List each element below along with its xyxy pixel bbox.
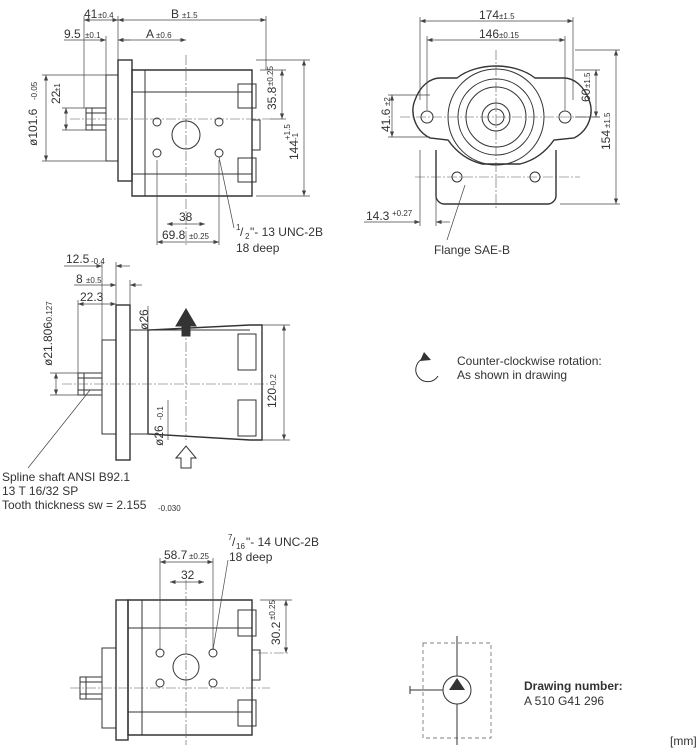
top-view-flange [117,59,133,182]
spline-tol: -0.030 [158,504,181,513]
dim-60: 60 [579,88,593,102]
bottom-thread-depth: 18 deep [229,550,273,564]
dim-35-8: 35.8 [265,86,279,110]
dim-38: 38 [179,210,193,224]
tol-154: ±1.5 [603,112,612,128]
tol-60: ±1.5 [583,72,592,88]
dim-41: 41 [84,7,98,21]
dim-9-5: 9.5 [64,27,81,41]
front-view: 174 ±1.5 146 ±0.15 41.6 ±2 60 ±1.5 154 ±… [364,8,620,257]
dim-154: 154 [599,130,613,150]
dim-144: 144 [287,140,301,160]
tol-120: -0.2 [269,374,278,388]
top-view-body [131,69,253,197]
thread-spec: "- 13 UNC-2B [250,225,323,239]
tol-174: ±1.5 [499,12,515,21]
dim-12-5: 12.5 [66,252,90,266]
tol-35-8: ±0.25 [266,65,275,86]
dim-22: 22 [49,90,63,104]
rotation-line2: As shown in drawing [457,368,567,382]
dim-146: 146 [479,27,499,41]
bottom-thread-num: 7 [228,533,233,542]
spline-line3: Tooth thickness sw = 2.155 [2,498,147,512]
side-view-body [147,324,263,441]
tol-12-5: -0.4 [91,257,105,266]
top-view: 41 ±0.4 B ±1.5 9.5 ±0.1 A ±0.6 ø101.6 -0… [26,7,323,255]
front-flange-outline [412,65,592,165]
bottom-view: 58.7 ±0.25 32 30.2 ±0.25 7 / 16 "- 14 UN… [70,533,319,745]
drawing-number-value: A 510 G41 296 [524,694,604,708]
tol-26-bot: -0.1 [156,406,165,420]
tol-8: ±0.5 [86,276,102,285]
bottom-view-body [127,599,253,736]
inlet-arrow-icon [174,445,198,469]
svg-text:/: / [240,225,244,239]
tol-41: ±0.4 [98,11,114,20]
dim-58-7: 58.7 [164,548,188,562]
bottom-thread-den: 16 [236,542,245,551]
dim-14-3: 14.3 [366,209,390,223]
dim-101-6: ø101.6 [26,108,40,146]
thread-num: 1 [236,223,241,232]
dim-B: B [171,7,179,21]
bottom-view-flange [115,599,129,741]
tol-58-7: ±0.25 [189,552,210,561]
tol-22: ±1 [53,83,62,92]
dim-174: 174 [479,8,499,22]
top-view-pilot [105,74,119,162]
dim-30-2: 30.2 [269,621,283,645]
tol-B: ±1.5 [182,11,198,20]
hydraulic-symbol [409,636,492,745]
tol-146: ±0.15 [499,31,520,40]
dim-26-bot: ø26 [152,425,166,446]
tol-21-806: -0.127 [45,301,54,324]
dim-8: 8 [76,272,83,286]
tol-144-dn: -1 [291,132,300,140]
svg-text:/: / [232,535,236,549]
dim-A: A [146,27,154,41]
dim-26-top: ø26 [137,309,151,330]
tol-30-2: ±0.25 [268,599,277,620]
tol-9-5: ±0.1 [85,31,101,40]
bottom-thread-spec: "- 14 UNC-2B [246,535,319,549]
thread-den: 2 [245,232,250,241]
dim-69-8: 69.8 [162,228,186,242]
tol-144-up: +1.5 [283,124,292,140]
flange-label: Flange SAE-B [434,243,510,257]
dim-32: 32 [181,568,195,582]
dim-41-6: 41.6 [379,108,393,132]
side-view-flange [115,304,131,461]
dim-120: 120 [265,388,279,408]
thread-depth: 18 deep [236,241,280,255]
dim-21-806: ø21.806 [41,322,55,366]
tol-101-6: -0.05 [30,81,39,100]
spline-line1: Spline shaft ANSI B92.1 [2,470,130,484]
spline-line2: 13 T 16/32 SP [2,484,78,498]
tol-69-8: ±0.25 [189,232,210,241]
rotation-note: Counter-clockwise rotation: As shown in … [415,352,602,383]
drawing-number-label: Drawing number: [524,679,623,693]
rotation-ccw-icon [415,357,439,383]
dim-22-3: 22.3 [80,290,104,304]
tol-41-6: ±2 [383,97,392,106]
tol-14-3: +0.27 [392,209,413,218]
rotation-line1: Counter-clockwise rotation: [457,354,602,368]
outlet-arrow-icon [175,308,197,337]
unit-label: [mm] [670,734,697,748]
side-view: 12.5 -0.4 8 ±0.5 22.3 ø21.806 -0.127 ø26… [2,252,290,513]
tol-A: ±0.6 [156,31,172,40]
